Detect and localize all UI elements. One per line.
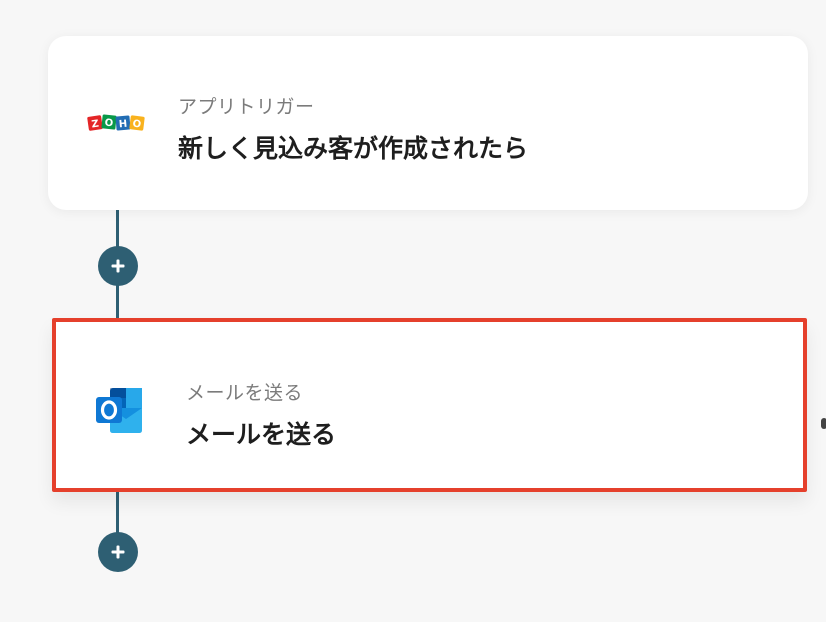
plus-icon xyxy=(111,545,125,559)
action-step-text: メールを送る メールを送る xyxy=(186,378,336,451)
flow-connector-line xyxy=(116,492,119,538)
outlook-icon xyxy=(94,386,146,440)
zoho-logo-icon: Z O H O xyxy=(86,112,146,138)
trigger-step-subtitle: アプリトリガー xyxy=(178,96,315,118)
plus-icon xyxy=(111,259,125,273)
zoho-letter: Z xyxy=(91,119,100,131)
add-step-button[interactable] xyxy=(98,246,138,286)
action-step-card[interactable]: メールを送る メールを送る xyxy=(52,318,807,492)
zoho-letter: O xyxy=(132,119,142,131)
add-step-button[interactable] xyxy=(98,532,138,572)
trigger-step-title: 新しく見込み客が作成されたら xyxy=(178,134,529,163)
action-step-subtitle: メールを送る xyxy=(186,382,304,404)
trigger-step-card[interactable]: Z O H O アプリトリガー 新しく見込み客が作成されたら xyxy=(48,36,808,210)
panel-edge-handle[interactable] xyxy=(821,418,826,429)
action-step-title: メールを送る xyxy=(186,420,337,449)
zoho-letter: H xyxy=(118,119,127,131)
trigger-step-text: アプリトリガー 新しく見込み客が作成されたら xyxy=(178,92,528,165)
zoho-letter: O xyxy=(104,118,114,130)
